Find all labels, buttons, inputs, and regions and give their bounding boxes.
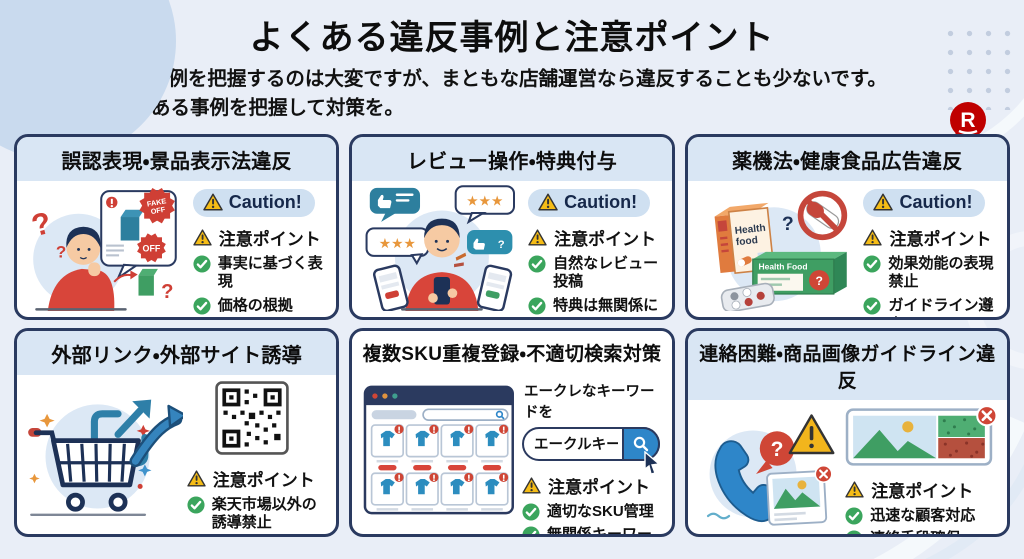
caution-badge: Caution! [863,188,986,217]
question-bubble: ? [755,430,794,474]
warning-triangle-icon [873,193,894,211]
points-heading: 注意ポイント [522,473,664,498]
card-title: 連絡困難・商品画像ガイドライン違反 [687,330,1007,400]
warning-triangle-icon [845,480,864,498]
svg-text:OFF: OFF [150,204,166,215]
points-heading: 注意ポイント [845,477,999,502]
points-heading: 注意ポイント [193,225,329,250]
check-item: 迅速な顧客対応 [845,507,999,526]
x-badge-icon [814,464,833,483]
warning-triangle-icon [203,193,223,211]
check-item: 楽天市場以外の誘導禁止 [187,496,329,534]
illustration-duplicate-listings [360,372,518,528]
warning-triangle-icon [187,469,206,487]
check-icon [187,495,205,514]
warning-triangle-icon [522,476,541,494]
stars: ★★★ [379,235,416,250]
card-title: 複数SKU重複登録・不適切検索対策 [352,330,672,370]
question-mark-icon: ? [28,204,55,243]
question-mark-icon: ? [815,274,822,288]
card-sku-duplication: 複数SKU重複登録・不適切検索対策 [349,327,675,537]
card-review-manipulation: レビュー操作・特典付与 ★★★ ★★★ [349,133,675,320]
cards-grid: 誤認表現・景品表示法違反 ? ? [14,133,1010,537]
warning-triangle-icon [788,413,835,454]
check-icon [528,254,546,273]
warning-triangle-icon [538,193,558,211]
check-item: 自然なレビュー投稿 [528,255,664,293]
check-item: 事実に基づく表現 [193,255,329,293]
question-mark-icon: ? [498,238,505,250]
card-title: レビュー操作・特典付与 [352,136,672,181]
product-grid [371,423,509,511]
card-contact-image-guideline: 連絡困難・商品画像ガイドライン違反 ? [684,327,1010,537]
card-pharma-law: 薬機法・健康食品広告違反 Health food [684,133,1010,320]
svg-text:?: ? [770,438,783,461]
check-item: 適切なSKU管理 [522,503,664,522]
stars: ★★★ [467,193,504,208]
page-title: よくある違反事例と注意ポイント [249,19,775,57]
check-icon [193,254,211,273]
search-bar[interactable]: エークルキーワード [522,426,661,475]
box-label: food [735,235,758,248]
card-misleading-claims: 誤認表現・景品表示法違反 ? ? [14,133,340,320]
points-heading: 注意ポイント [187,466,329,491]
off-starburst: OFF [137,232,166,262]
question-mark-icon: ? [161,281,173,303]
check-icon [528,297,546,315]
check-icon [193,297,211,315]
question-mark-icon: ? [56,242,66,261]
illustration-review: ★★★ ★★★ ? [360,183,524,311]
illustration-misleading: ? ? [25,183,189,311]
svg-text:FAKE: FAKE [146,196,167,208]
illustration-contact: ? [696,402,842,528]
question-mark-icon: ? [782,212,794,234]
check-icon [522,502,540,521]
check-item: 無関係キーワード禁止 [522,526,664,534]
card-title: 外部リンク・外部サイト誘導 [17,330,337,375]
warning-triangle-icon [863,228,883,246]
search-keyword-text: エークルキーワード [534,437,619,453]
search-icon [633,436,649,451]
cursor-icon [643,450,661,475]
photo-collage-card [846,404,998,466]
qr-code [214,380,289,455]
no-pills-icon [797,190,847,240]
cart-icon [28,427,141,512]
subtitle-line-1: すべての違反事例を把握するのは大変ですが、まともな店舗運営なら違反することも少な… [34,68,887,90]
logo-letter: R [960,109,975,132]
warning-triangle-icon [193,228,212,246]
check-item: 特典は無関係に [528,297,664,316]
check-item: 効果効能の表現禁止 [863,255,999,293]
check-item: ガイドライン遵守 [863,297,999,317]
decor-dot-grid [941,24,1019,110]
caution-badge: Caution! [528,188,651,217]
card-title: 誤認表現・景品表示法違反 [17,136,337,181]
photo-card [765,469,827,526]
illustration-health-food: Health food ? [696,183,860,311]
check-icon [522,526,540,534]
check-item: 価格の根拠 [193,297,329,316]
points-heading: 注意ポイント [528,225,664,250]
check-icon [845,506,863,525]
check-icon [847,530,861,534]
check-icon [863,297,882,315]
search-caption: エークレなキーワードを [524,383,655,421]
svg-text:OFF: OFF [143,243,161,253]
check-icon [863,254,882,273]
fake-off-starburst: FAKE OFF [139,187,175,223]
illustration-external-link [25,377,183,528]
search-button[interactable] [622,426,661,461]
box-label: Health Food [758,261,807,271]
card-external-links: 外部リンク・外部サイト誘導 [14,327,340,537]
box-label: Health [734,222,766,236]
points-heading: 注意ポイント [863,225,999,250]
card-title: 薬機法・健康食品広告違反 [687,136,1007,181]
warning-triangle-icon [528,228,547,246]
check-item: 連絡手段確保 [845,530,999,534]
page-subtitle: すべての違反事例を把握するのは大変ですが、まともな店舗運営なら違反することも少な… [34,65,988,124]
arrow-to-qr [129,404,183,467]
caution-badge: Caution! [192,188,315,217]
